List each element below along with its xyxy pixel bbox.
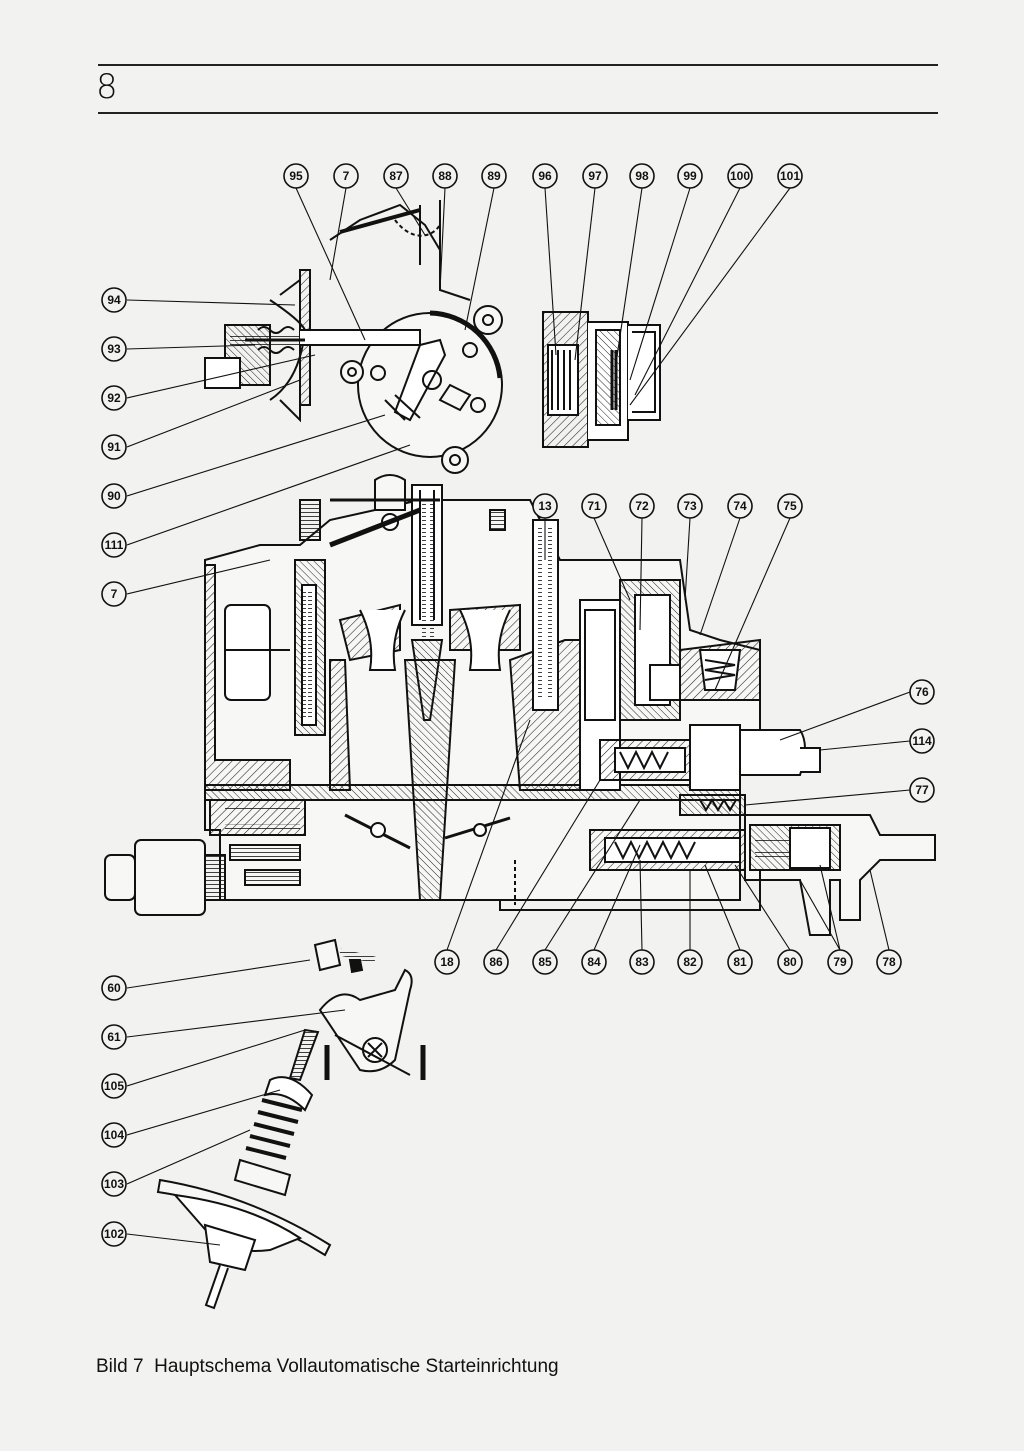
callout-60: 60 bbox=[101, 975, 127, 1001]
callout-92: 92 bbox=[101, 385, 127, 411]
svg-text:100: 100 bbox=[730, 169, 750, 183]
callout-90: 90 bbox=[101, 483, 127, 509]
callout-99: 99 bbox=[677, 163, 703, 189]
callout-94: 94 bbox=[101, 287, 127, 313]
callout-89: 89 bbox=[481, 163, 507, 189]
callout-85: 85 bbox=[532, 949, 558, 975]
callout-96: 96 bbox=[532, 163, 558, 189]
callout-105: 105 bbox=[101, 1073, 127, 1099]
callout-13: 13 bbox=[532, 493, 558, 519]
callout-100: 100 bbox=[727, 163, 753, 189]
callout-61: 61 bbox=[101, 1024, 127, 1050]
callout-77: 77 bbox=[909, 777, 935, 803]
svg-text:105: 105 bbox=[104, 1079, 124, 1093]
svg-text:99: 99 bbox=[683, 169, 697, 183]
callout-75: 75 bbox=[777, 493, 803, 519]
svg-text:82: 82 bbox=[683, 955, 697, 969]
svg-text:61: 61 bbox=[107, 1030, 121, 1044]
callout-72: 72 bbox=[629, 493, 655, 519]
svg-text:78: 78 bbox=[882, 955, 896, 969]
svg-text:72: 72 bbox=[635, 499, 649, 513]
figure-caption: Bild 7 Hauptschema Vollautomatische Star… bbox=[96, 1356, 559, 1378]
svg-text:71: 71 bbox=[587, 499, 601, 513]
svg-text:83: 83 bbox=[635, 955, 649, 969]
svg-text:114: 114 bbox=[912, 734, 932, 748]
svg-text:73: 73 bbox=[683, 499, 697, 513]
svg-text:86: 86 bbox=[489, 955, 503, 969]
callout-103: 103 bbox=[101, 1171, 127, 1197]
choke-housing-assembly bbox=[204, 200, 503, 474]
callout-97: 97 bbox=[582, 163, 608, 189]
svg-text:79: 79 bbox=[833, 955, 847, 969]
callout-101: 101 bbox=[777, 163, 803, 189]
svg-text:77: 77 bbox=[915, 783, 929, 797]
thermostat-cover-section bbox=[542, 311, 661, 448]
callout-78: 78 bbox=[876, 949, 902, 975]
svg-text:75: 75 bbox=[783, 499, 797, 513]
callout-104: 104 bbox=[101, 1122, 127, 1148]
callout-71: 71 bbox=[581, 493, 607, 519]
svg-text:80: 80 bbox=[783, 955, 797, 969]
svg-text:94: 94 bbox=[107, 293, 121, 307]
svg-text:88: 88 bbox=[438, 169, 452, 183]
svg-text:92: 92 bbox=[107, 391, 121, 405]
svg-text:76: 76 bbox=[915, 685, 929, 699]
callout-80: 80 bbox=[777, 949, 803, 975]
header-rule-top bbox=[98, 64, 938, 66]
svg-text:87: 87 bbox=[389, 169, 403, 183]
callout-88: 88 bbox=[432, 163, 458, 189]
svg-text:89: 89 bbox=[487, 169, 501, 183]
callout-95: 95 bbox=[283, 163, 309, 189]
figure-title: Hauptschema Vollautomatische Starteinric… bbox=[154, 1356, 559, 1377]
callout-91: 91 bbox=[101, 434, 127, 460]
callout-114: 114 bbox=[909, 728, 935, 754]
svg-text:102: 102 bbox=[104, 1227, 124, 1241]
svg-text:101: 101 bbox=[780, 169, 800, 183]
svg-text:7: 7 bbox=[111, 587, 118, 601]
svg-text:95: 95 bbox=[289, 169, 303, 183]
svg-text:74: 74 bbox=[733, 499, 747, 513]
svg-text:85: 85 bbox=[538, 955, 552, 969]
callout-84: 84 bbox=[581, 949, 607, 975]
callout-76: 76 bbox=[909, 679, 935, 705]
svg-text:60: 60 bbox=[107, 981, 121, 995]
svg-text:7: 7 bbox=[343, 169, 350, 183]
callout-102: 102 bbox=[101, 1221, 127, 1247]
svg-text:13: 13 bbox=[538, 499, 552, 513]
svg-text:18: 18 bbox=[440, 955, 454, 969]
svg-text:90: 90 bbox=[107, 489, 121, 503]
callout-79: 79 bbox=[827, 949, 853, 975]
page-number: 8 bbox=[96, 67, 118, 107]
callout-87: 87 bbox=[383, 163, 409, 189]
leader-lines bbox=[126, 187, 911, 1246]
svg-text:103: 103 bbox=[104, 1177, 124, 1191]
callout-98: 98 bbox=[629, 163, 655, 189]
svg-text:97: 97 bbox=[588, 169, 602, 183]
header-rule-bottom bbox=[98, 112, 938, 114]
vacuum-pulldown-unit bbox=[156, 938, 426, 1310]
callout-73: 73 bbox=[677, 493, 703, 519]
callout-86: 86 bbox=[483, 949, 509, 975]
callout-82: 82 bbox=[677, 949, 703, 975]
callout-93: 93 bbox=[101, 336, 127, 362]
callout-83: 83 bbox=[629, 949, 655, 975]
svg-text:84: 84 bbox=[587, 955, 601, 969]
callout-111: 111 bbox=[101, 532, 127, 558]
callout-74: 74 bbox=[727, 493, 753, 519]
svg-text:96: 96 bbox=[538, 169, 552, 183]
svg-text:93: 93 bbox=[107, 342, 121, 356]
svg-text:111: 111 bbox=[105, 538, 124, 552]
carburetor-body-section bbox=[104, 474, 936, 936]
figure-number: Bild 7 bbox=[96, 1356, 144, 1377]
callout-7-top: 7 bbox=[333, 163, 359, 189]
callouts: 95 7 87 88 89 96 97 98 99 100 101 94 93 … bbox=[101, 163, 935, 1247]
callout-18: 18 bbox=[434, 949, 460, 975]
svg-text:91: 91 bbox=[107, 440, 121, 454]
svg-text:104: 104 bbox=[104, 1128, 124, 1142]
callout-7-left: 7 bbox=[101, 581, 127, 607]
callout-81: 81 bbox=[727, 949, 753, 975]
svg-text:98: 98 bbox=[635, 169, 649, 183]
svg-text:81: 81 bbox=[733, 955, 747, 969]
